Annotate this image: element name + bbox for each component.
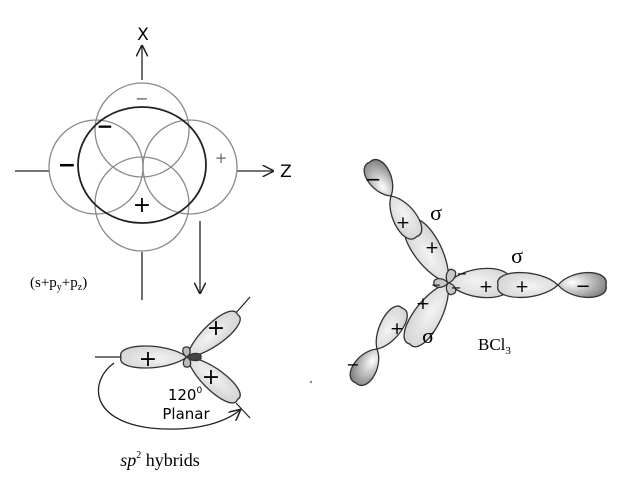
bcl3-molecule: BCl3 ++−++−++−−−−σσσ [346,159,607,386]
back-lobe-1 [445,268,457,284]
angle-label: 1200 [168,386,203,404]
planar-label: Planar [162,405,210,423]
sign-boron-right: + [479,277,493,297]
sign-left: − [58,153,76,178]
bcl3-label: BCl3 [478,335,511,357]
chlorine-p-lobe-right-minus [557,272,607,298]
s-orbital [77,106,207,224]
p-orbital-right-lobe [142,119,238,215]
sign-bottom: + [133,193,151,218]
angle-arc-arrow [97,362,240,430]
sign-minus-upper: − [365,167,382,191]
sign-top: − [135,89,148,108]
sign-center-minus-1: − [457,267,468,282]
chlorine-p-lobe-lower-minus [349,348,380,386]
sp2-hybrids: 1200 Planar sp2 hybrids + + + [95,296,251,470]
chlorine-p-lobe-lower-plus [375,305,408,350]
sign-plus-left: + [139,347,157,372]
sign-center-minus-3: − [431,278,441,292]
x-axis-label: X [137,25,149,45]
back-lobe-2 [445,282,457,296]
orbital-combination-label: (s+py+pz) [30,275,87,293]
sign-minus-lower: − [346,355,359,374]
sign-boron-upper: + [425,238,439,258]
sign-boron-lower: + [416,294,430,314]
back-lobe-3 [433,277,449,289]
sign-chlorine-lower: + [390,319,404,339]
stray-dot [309,380,313,384]
sp2-caption: sp2 hybrids [120,450,200,470]
sign-overlap: − [97,114,114,138]
unhybridized-orbitals: X Z − − − + + (s+py+pz) [15,25,292,300]
sign-right: + [215,149,228,167]
small-back-lobe-bottom [182,356,192,368]
sign-plus-upper-right: + [207,316,225,341]
hybrid-lobe-upper-right [186,310,241,358]
sign-center-minus-2: − [451,281,462,296]
hybrid-lobe-lower-right [186,356,241,404]
sign-minus-right: − [575,276,590,297]
sign-chlorine-right: + [515,277,529,297]
sign-plus-lower-right: + [202,365,220,390]
sigma-label-lower: σ [422,323,434,348]
chlorine-p-lobe-upper-plus [389,195,423,240]
hybrid-lobe-left [120,345,189,369]
sigma-label-upper: σ [430,200,442,225]
chlorine-p-lobe-upper-minus [363,159,394,197]
boron-hybrid-lobe-lower-left [403,282,450,348]
axis-lower-right [235,402,251,419]
axis-upper-right [234,296,251,315]
small-back-lobe-top [182,346,191,358]
sigma-label-right: σ [511,243,523,268]
sign-chlorine-upper: + [396,213,410,233]
small-back-lobe-right [186,352,202,362]
z-axis-label: Z [280,162,292,182]
chlorine-p-lobe-right-plus [497,271,559,299]
